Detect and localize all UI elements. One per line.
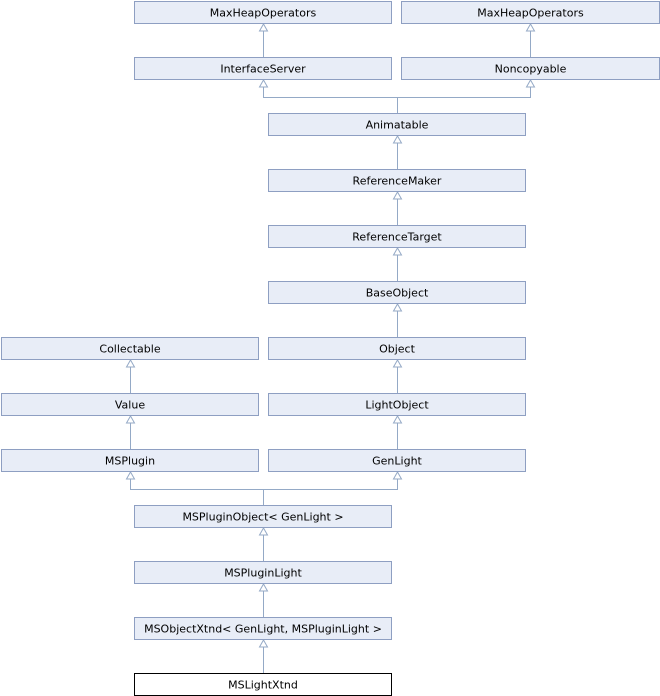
arrowhead-msPluginlight [258, 582, 269, 592]
class-node-mspluginobject[interactable]: MSPluginObject< GenLight > [134, 505, 392, 528]
class-node-msPluginlight[interactable]: MSPluginLight [134, 561, 392, 584]
class-label: MaxHeapOperators [210, 7, 317, 20]
edge-mspluginobject-to-msplugin [130, 479, 264, 490]
class-box [268, 225, 526, 248]
class-label: MSPlugin [105, 455, 155, 468]
class-label: GenLight [372, 455, 422, 468]
class-label: InterfaceServer [220, 63, 306, 76]
arrowhead-genlight [392, 470, 403, 480]
class-box [268, 113, 526, 136]
class-node-genlight[interactable]: GenLight [268, 449, 526, 472]
arrowhead-baseobject [392, 302, 403, 312]
class-node-msplugin[interactable]: MSPlugin [1, 449, 259, 472]
arrowhead-noncopyable [525, 78, 536, 88]
edge-animatable-to-interfaceserver [263, 87, 398, 98]
arrowhead-interfaceserver [258, 78, 269, 88]
arrowhead-referencemaker [392, 190, 403, 200]
arrowhead-maxheap2 [525, 22, 536, 32]
arrowhead-referencetarget [392, 246, 403, 256]
class-label: MSPluginObject< GenLight > [182, 511, 343, 524]
arrowhead-maxheap1 [258, 22, 269, 32]
class-box [268, 281, 526, 304]
class-label: MSPluginLight [224, 567, 302, 580]
class-box [268, 449, 526, 472]
arrowhead-msobjectxtnd [258, 638, 269, 648]
class-node-referencemaker[interactable]: ReferenceMaker [268, 169, 526, 192]
class-label: MSLightXtnd [228, 679, 298, 692]
arrowhead-msplugin [125, 470, 136, 480]
class-label: Object [379, 343, 416, 356]
class-box [134, 561, 392, 584]
class-box [268, 169, 526, 192]
edge-animatable-to-noncopyable [397, 87, 531, 98]
class-node-interfaceserver[interactable]: InterfaceServer [134, 57, 392, 80]
class-node-referencetarget[interactable]: ReferenceTarget [268, 225, 526, 248]
class-node-mslightxtnd: MSLightXtnd [134, 673, 392, 696]
class-node-object[interactable]: Object [268, 337, 526, 360]
class-label: Value [115, 399, 145, 412]
class-node-msobjectxtnd[interactable]: MSObjectXtnd< GenLight, MSPluginLight > [134, 617, 392, 640]
class-node-baseobject[interactable]: BaseObject [268, 281, 526, 304]
class-box [134, 57, 392, 80]
class-box [1, 393, 259, 416]
class-node-lightobject[interactable]: LightObject [268, 393, 526, 416]
class-label: LightObject [365, 399, 429, 412]
arrowhead-lightobject [392, 414, 403, 424]
class-node-maxheap1[interactable]: MaxHeapOperators [134, 1, 392, 24]
class-label: BaseObject [366, 287, 429, 300]
edge-mspluginobject-to-genlight [263, 479, 398, 490]
class-label: MaxHeapOperators [477, 7, 584, 20]
arrowhead-mspluginobject [258, 526, 269, 536]
class-box [134, 617, 392, 640]
class-node-maxheap2[interactable]: MaxHeapOperators [401, 1, 660, 24]
class-box [134, 505, 392, 528]
arrowhead-animatable [392, 134, 403, 144]
class-box [1, 337, 259, 360]
class-node-animatable[interactable]: Animatable [268, 113, 526, 136]
class-node-noncopyable[interactable]: Noncopyable [401, 57, 660, 80]
edges-layer [125, 22, 536, 674]
class-label: Noncopyable [495, 63, 567, 76]
class-box [1, 449, 259, 472]
class-node-value[interactable]: Value [1, 393, 259, 416]
class-box [268, 393, 526, 416]
class-label: Animatable [366, 119, 429, 132]
class-node-collectable[interactable]: Collectable [1, 337, 259, 360]
arrowhead-value [125, 414, 136, 424]
arrowhead-object [392, 358, 403, 368]
class-label: ReferenceTarget [352, 231, 442, 244]
class-box [268, 337, 526, 360]
class-label: Collectable [99, 343, 160, 356]
arrowhead-collectable [125, 358, 136, 368]
class-label: MSObjectXtnd< GenLight, MSPluginLight > [144, 623, 382, 636]
class-box [134, 1, 392, 24]
class-label: ReferenceMaker [353, 175, 442, 188]
